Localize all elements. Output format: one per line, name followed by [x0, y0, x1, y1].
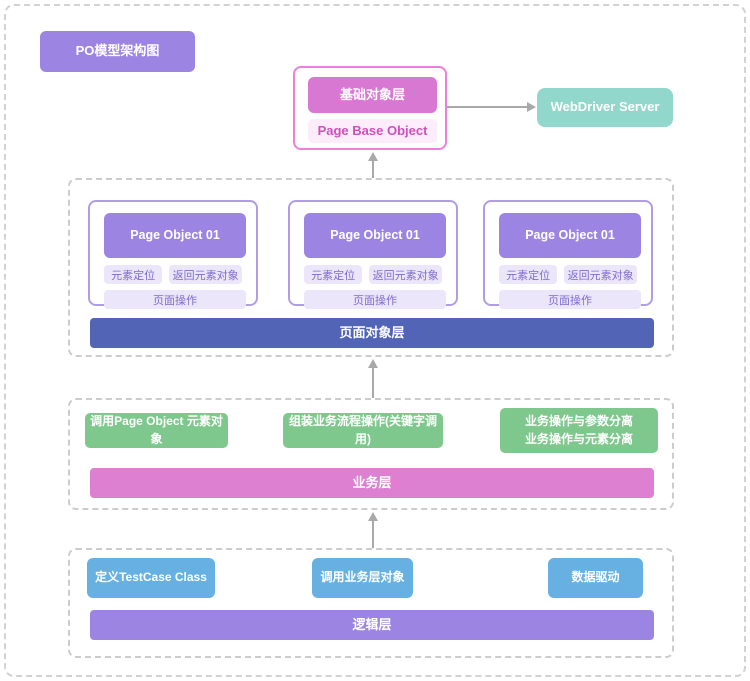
chip-page-action: 页面操作 [304, 290, 446, 309]
page-object-layer-bar: 页面对象层 [90, 318, 654, 348]
arrow-right-icon [447, 102, 536, 112]
page-object-group-3: Page Object 01 元素定位 返回元素对象 页面操作 [483, 200, 653, 309]
page-object-title: Page Object 01 [304, 213, 446, 258]
base-object-button: 基础对象层 [308, 77, 437, 113]
chip-return-element: 返回元素对象 [169, 265, 242, 284]
arrow-up-to-page-object-layer-icon [368, 359, 378, 398]
page-object-title: Page Object 01 [499, 213, 641, 258]
page-object-title: Page Object 01 [104, 213, 246, 258]
logic-box-define-testcase: 定义TestCase Class [87, 558, 215, 598]
arrow-up-to-base-object-icon [368, 152, 378, 178]
business-box-separation-line1: 业务操作与参数分离 [524, 414, 633, 429]
webdriver-server-node: WebDriver Server [537, 88, 673, 127]
chip-return-element: 返回元素对象 [564, 265, 637, 284]
arrow-up-to-business-layer-icon [368, 512, 378, 548]
business-layer-bar: 业务层 [90, 468, 654, 498]
page-object-group-2: Page Object 01 元素定位 返回元素对象 页面操作 [288, 200, 458, 309]
chip-page-action: 页面操作 [499, 290, 641, 309]
logic-layer-bar: 逻辑层 [90, 610, 654, 640]
chip-return-element: 返回元素对象 [369, 265, 442, 284]
logic-box-call-business-layer: 调用业务层对象 [312, 558, 413, 598]
chip-element-locate: 元素定位 [499, 265, 558, 284]
logic-box-data-driven: 数据驱动 [548, 558, 643, 598]
page-object-group-1: Page Object 01 元素定位 返回元素对象 页面操作 [88, 200, 258, 309]
business-box-separation: 业务操作与参数分离 业务操作与元素分离 [500, 408, 658, 453]
business-box-assemble-flow: 组装业务流程操作(关键字调用) [283, 413, 443, 448]
chip-element-locate: 元素定位 [304, 265, 363, 284]
chip-element-locate: 元素定位 [104, 265, 163, 284]
diagram-outer-frame [4, 4, 746, 677]
business-box-separation-line2: 业务操作与元素分离 [524, 431, 633, 446]
business-box-call-page-object: 调用Page Object 元素对象 [85, 413, 228, 448]
diagram-title-badge: PO模型架构图 [40, 31, 195, 72]
page-base-object-label: Page Base Object [308, 119, 437, 143]
chip-page-action: 页面操作 [104, 290, 246, 309]
